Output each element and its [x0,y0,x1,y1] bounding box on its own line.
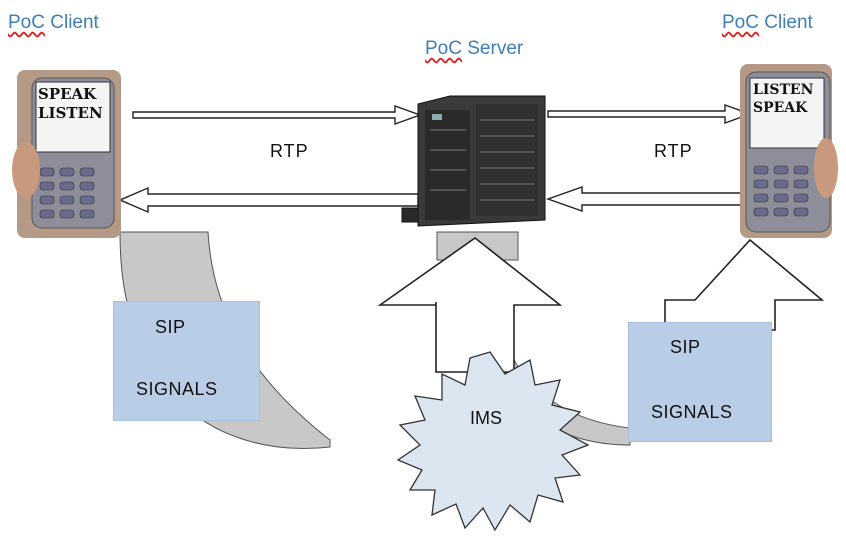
right-phone-screen-line2: SPEAK [753,100,808,116]
server-label-rest: Server [461,38,524,59]
sip-right-line1: SIP [670,337,701,357]
ims-label: IMS [470,408,503,428]
right-client-label: PoC Client [722,12,813,34]
left-phone-icon [12,70,121,238]
rtp-arrow-server-to-left [118,186,419,214]
left-phone-screen-line2: LISTEN [38,104,103,122]
rtp-arrow-right-to-server [545,186,751,212]
server-label-prefix: PoC [425,38,462,59]
ims-starburst [396,351,590,532]
left-phone-screen-line1: SPEAK [38,85,97,103]
rtp-arrow-left-to-server [132,105,423,125]
right-client-label-rest: Client [758,12,813,33]
rtp-arrow-server-to-right [547,104,753,124]
center-up-arrow [377,237,563,373]
right-client-label-prefix: PoC [722,12,759,33]
left-client-label-rest: Client [44,12,99,33]
left-client-label: PoC Client [8,12,99,34]
rtp-label-right: RTP [654,141,693,161]
sip-right-line2: SIGNALS [651,402,733,422]
sip-left-line1: SIP [155,317,186,337]
sip-signals-box-right: SIP SIGNALS [628,322,772,442]
right-up-arrow [664,238,825,331]
server-label: PoC Server [425,38,523,60]
sip-signals-box-left: SIP SIGNALS [113,301,260,421]
left-client-label-prefix: PoC [8,12,45,33]
server-icon [401,95,546,227]
right-phone-screen-line1: LISTEN [753,82,814,98]
rtp-label-left: RTP [270,141,309,161]
sip-left-line2: SIGNALS [136,379,218,399]
right-phone-icon [740,64,838,238]
